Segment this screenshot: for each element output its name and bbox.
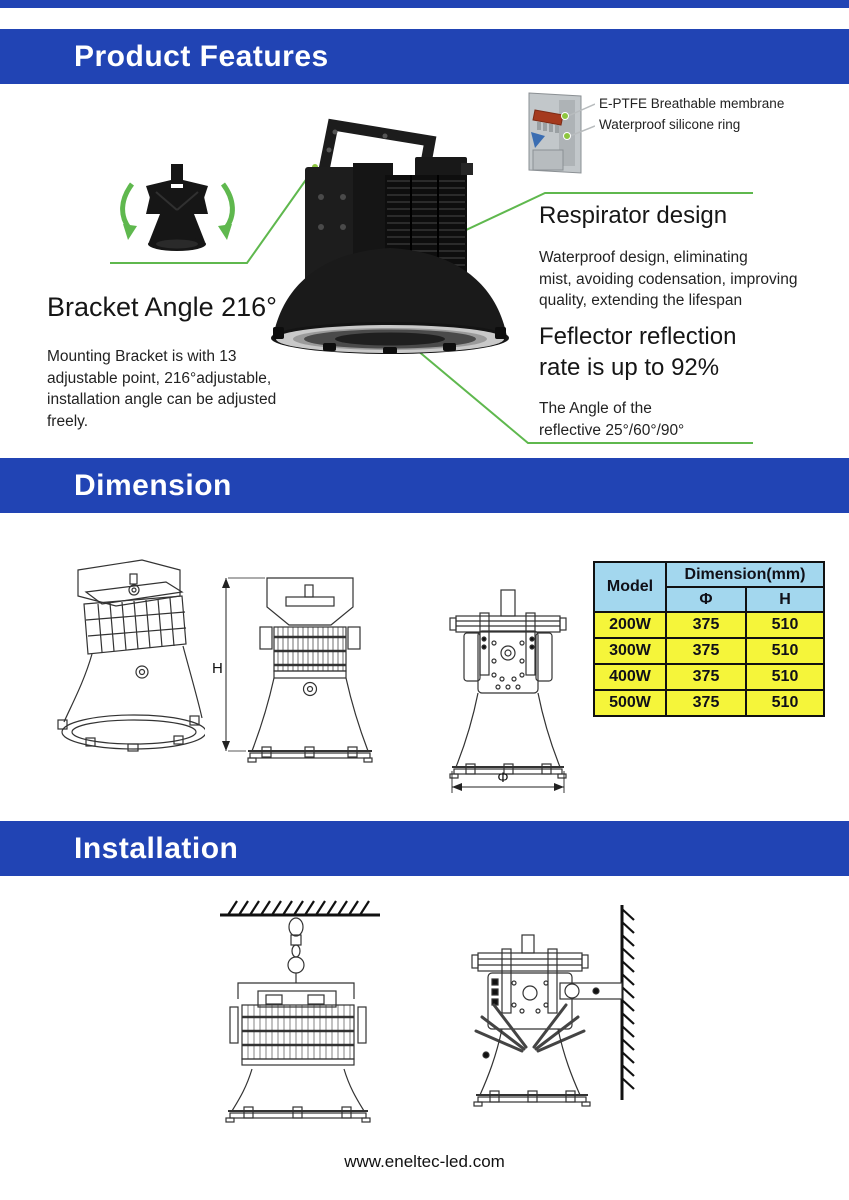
features-title: Product Features <box>74 39 329 73</box>
bracket-angle-heading: Bracket Angle 216° <box>47 292 277 322</box>
eptfe-figure <box>528 92 595 174</box>
dimension-table: Model Dimension(mm) Φ H 200W 375 510 300… <box>593 561 825 717</box>
dimension-iso-drawing <box>57 559 205 752</box>
installation-wall-drawing <box>471 905 635 1107</box>
table-row: 300W 375 510 <box>593 637 825 665</box>
reflector-dome <box>273 248 507 337</box>
features-header-band: Product Features <box>0 29 849 84</box>
table-header-dimension: Dimension(mm) <box>665 561 825 588</box>
angle-adjustment-struts <box>474 1003 586 1053</box>
dimension-title: Dimension <box>74 468 232 502</box>
reflective-angle-body: The Angle of the reflective 25°/60°/90° <box>539 400 685 439</box>
respirator-body: Waterproof design, eliminating mist, avo… <box>539 249 798 309</box>
product-photo <box>271 118 509 354</box>
bracket-angle-body: Mounting Bracket is with 13 adjustable p… <box>47 348 277 430</box>
table-row: 400W 375 510 <box>593 663 825 691</box>
table-row: 500W 375 510 <box>593 689 825 717</box>
eptfe-label-2: Waterproof silicone ring <box>599 117 741 132</box>
table-row: 200W 375 510 <box>593 611 825 639</box>
bracket-post <box>171 164 183 184</box>
table-header-model: Model <box>593 561 667 613</box>
dimension-front-drawing: H <box>212 577 373 763</box>
installation-title: Installation <box>74 831 239 865</box>
installation-header-band: Installation <box>0 821 849 876</box>
h-dimension-label: H <box>212 660 223 677</box>
breathable-membrane <box>532 109 564 126</box>
silicone-ring <box>531 132 545 148</box>
top-blue-strip <box>0 0 849 8</box>
table-header-phi: Φ <box>665 586 747 613</box>
phi-dimension-label: Φ <box>497 769 508 785</box>
wall-mount-arm <box>559 982 623 1000</box>
table-header-h: H <box>745 586 825 613</box>
website-footer: www.eneltec-led.com <box>344 1152 505 1171</box>
reflector-heading: Feflector reflection rate is up to 92% <box>539 323 737 381</box>
eptfe-label-1: E-PTFE Breathable membrane <box>599 96 785 111</box>
installation-hanging-drawing <box>220 900 380 1123</box>
respirator-heading: Respirator design <box>539 202 728 229</box>
bracket-rotation-figure <box>120 164 235 251</box>
dimension-header-band: Dimension <box>0 458 849 513</box>
dimension-side-drawing: Φ <box>449 589 567 793</box>
hook-and-chain <box>287 917 305 983</box>
